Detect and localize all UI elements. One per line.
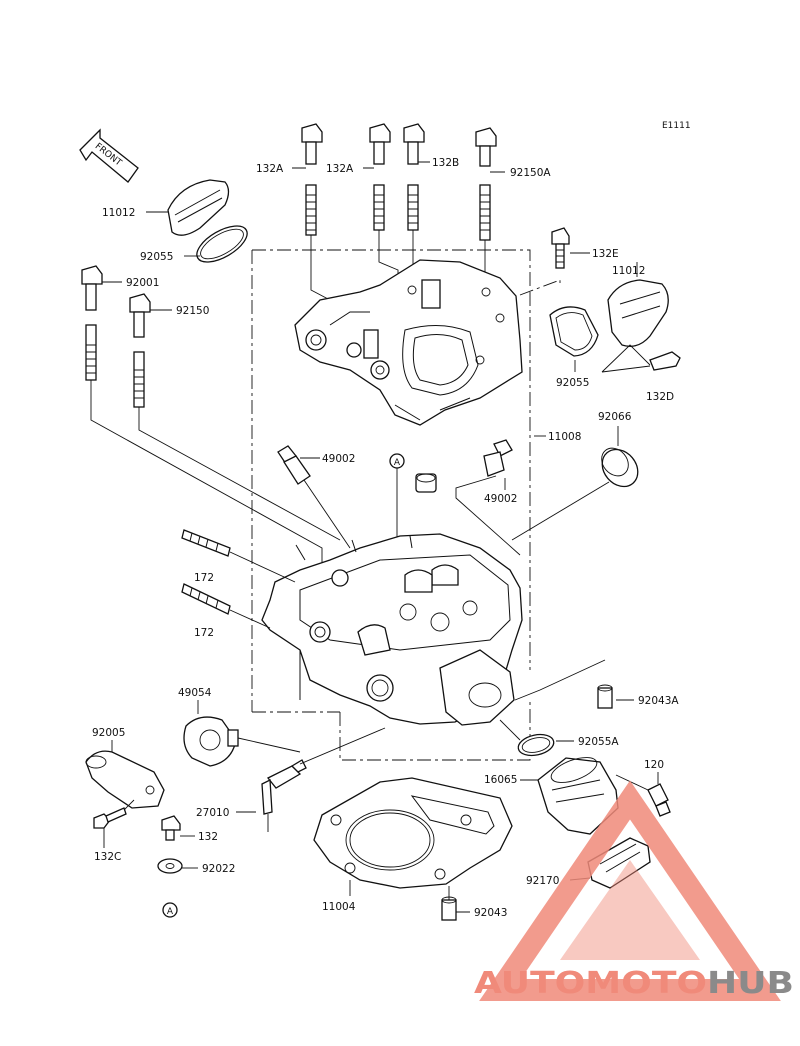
label-92001: 92001 (126, 277, 159, 289)
cover-11012-top (167, 179, 230, 236)
label-11008: 11008 (548, 431, 581, 443)
label-92005: 92005 (92, 727, 125, 739)
elbow-92005 (85, 740, 165, 809)
label-92055a: 92055A (578, 736, 619, 748)
assembly-frame (251, 249, 561, 761)
clamp-92170 (587, 837, 651, 889)
stud-172-b (181, 583, 271, 629)
gasket-92055-top (196, 225, 248, 263)
label-92043a: 92043A (638, 695, 679, 707)
bolt-132d (649, 351, 681, 371)
label-27010: 27010 (196, 807, 229, 819)
cylinder-head (261, 533, 523, 726)
label-92066: 92066 (598, 411, 632, 423)
label-92055-top: 92055 (140, 251, 173, 263)
svg-text:A: A (167, 907, 174, 917)
cap-92066 (511, 447, 639, 541)
stud-172-a (181, 529, 296, 583)
label-132e: 132E (592, 248, 619, 260)
bolt-132e (551, 227, 570, 269)
label-49002-left: 49002 (322, 453, 355, 465)
label-132: 132 (198, 831, 218, 843)
label-92055-right: 92055 (556, 377, 589, 389)
sensor-27010 (261, 727, 386, 832)
bolt-132c (93, 799, 135, 848)
gasket-92055-right (549, 306, 599, 357)
head-gasket-11004 (313, 777, 513, 896)
bolt-132a-right (369, 123, 399, 300)
oring-92055a (499, 719, 555, 757)
watermark-brand-part1: AUTOMOTO (474, 966, 707, 1001)
diagram-ref-code: E1111 (662, 121, 691, 131)
clamp-screw-120 (615, 772, 671, 817)
label-132d: 132D (646, 391, 674, 403)
bolt-132a-left (301, 123, 331, 301)
watermark-brand-part2: HUB (707, 966, 794, 1001)
lifter-49002-right (455, 439, 521, 556)
label-92170: 92170 (526, 875, 559, 887)
label-132c: 132C (94, 851, 121, 863)
thermostat-49054 (183, 716, 301, 767)
dowel-92043 (441, 886, 470, 921)
label-92022: 92022 (202, 863, 235, 875)
label-172-b: 172 (194, 627, 214, 639)
label-132a-right: 132A (326, 163, 354, 175)
label-11012-right: 11012 (612, 265, 645, 277)
front-arrow-icon: FRONT (79, 128, 139, 183)
valve-cover-11008 (294, 259, 523, 426)
label-92150: 92150 (176, 305, 209, 317)
valve-seal (415, 473, 437, 493)
label-16065: 16065 (484, 774, 517, 786)
label-132a-left: 132A (256, 163, 284, 175)
label-172-a: 172 (194, 572, 214, 584)
lifter-49002-left (277, 445, 351, 549)
label-11004: 11004 (322, 901, 356, 913)
dowel-92043a (514, 659, 613, 709)
part-labels: 132A 132A 132B 92150A 11012 92055 132E 1… (92, 157, 679, 919)
bolt-132 (161, 815, 195, 841)
bolt-92150a (475, 127, 497, 295)
ref-a-bottom: A (162, 902, 178, 918)
label-49054: 49054 (178, 687, 212, 699)
label-132b: 132B (432, 157, 459, 169)
watermark-logo (479, 780, 781, 1001)
svg-text:A: A (394, 458, 401, 468)
label-49002-right: 49002 (484, 493, 517, 505)
label-11012-top: 11012 (102, 207, 135, 219)
bolt-92150 (129, 293, 341, 541)
cover-11012-right (607, 279, 669, 347)
label-92043: 92043 (474, 907, 507, 919)
label-92150a: 92150A (510, 167, 551, 179)
label-120: 120 (644, 759, 664, 771)
washer-92022 (157, 858, 198, 874)
